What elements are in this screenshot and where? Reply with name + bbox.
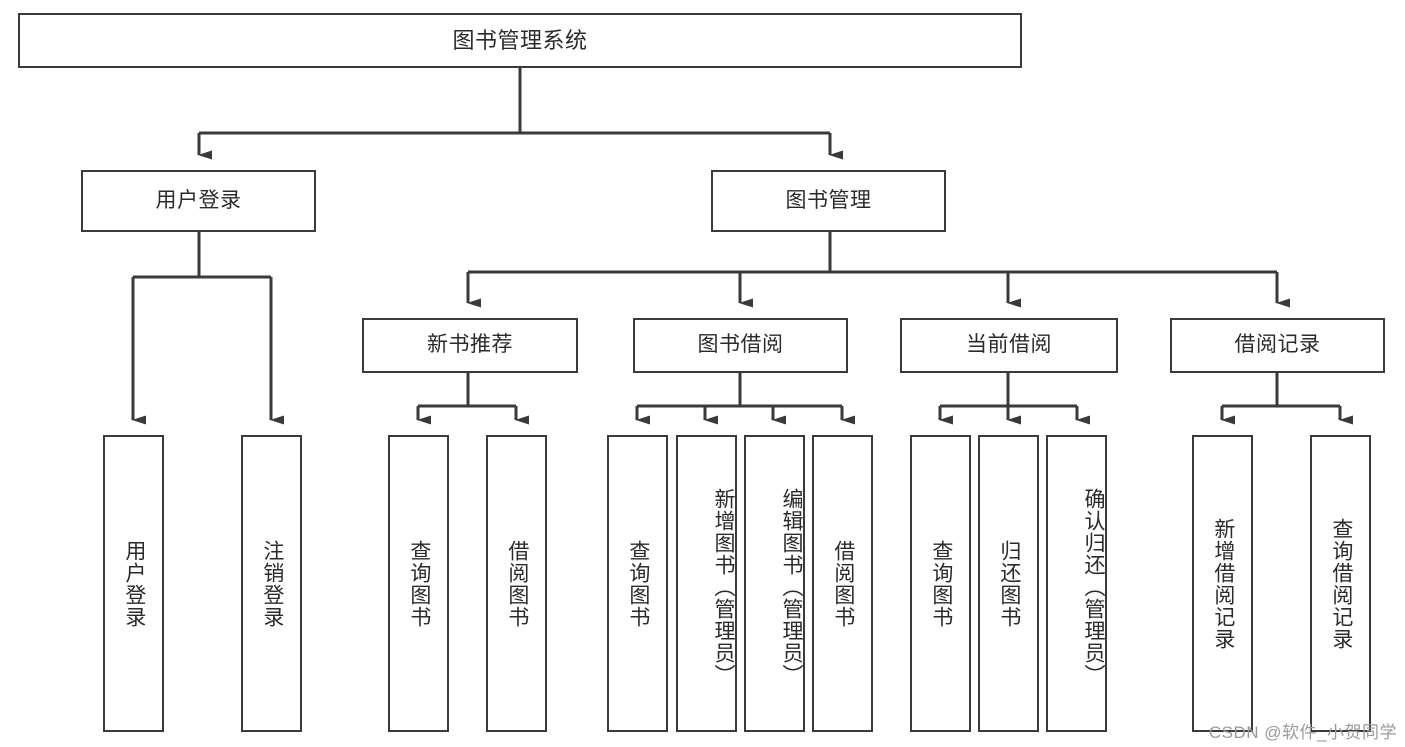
node-label: 确认归还（管理员） (1082, 487, 1105, 686)
node-label: 新书推荐 (427, 333, 513, 357)
node-user-login[interactable]: 用户登录 (81, 170, 316, 232)
node-label: 借阅图书 (831, 539, 855, 628)
node-root-book-management-system[interactable]: 图书管理系统 (18, 13, 1022, 68)
node-borrowing-record[interactable]: 借阅记录 (1170, 318, 1385, 373)
leaf-new-book-query-books[interactable]: 查询图书 (388, 435, 449, 732)
leaf-record-query-borrow-record[interactable]: 查询借阅记录 (1310, 435, 1371, 732)
node-label: 借阅记录 (1234, 333, 1321, 357)
leaf-record-add-borrow-record[interactable]: 新增借阅记录 (1192, 435, 1253, 732)
node-label: 新增借阅记录 (1211, 517, 1235, 650)
node-book-management[interactable]: 图书管理 (711, 170, 946, 232)
csdn-watermark: CSDN @软件_小贺同学 (1208, 723, 1397, 742)
node-label: 图书借阅 (697, 333, 784, 357)
node-label: 图书管理系统 (452, 27, 588, 53)
node-label: 用户登录 (155, 188, 242, 212)
node-label: 注销登录 (260, 539, 284, 628)
node-label: 查询图书 (929, 539, 953, 628)
leaf-new-book-borrow-books[interactable]: 借阅图书 (486, 435, 547, 732)
node-current-borrowing[interactable]: 当前借阅 (900, 318, 1118, 373)
leaf-current-borrow-confirm-return-admin[interactable]: 确认归还（管理员） (1046, 435, 1107, 732)
node-label: 用户登录 (122, 539, 146, 628)
leaf-user-login-signin[interactable]: 用户登录 (103, 435, 164, 732)
node-label: 归还图书 (997, 539, 1021, 628)
node-label: 查询图书 (626, 539, 650, 628)
node-book-borrowing[interactable]: 图书借阅 (633, 318, 848, 373)
node-new-book-recommendation[interactable]: 新书推荐 (362, 318, 578, 373)
node-label: 借阅图书 (505, 539, 529, 628)
node-label: 查询图书 (407, 539, 431, 628)
leaf-book-borrow-add-book-admin[interactable]: 新增图书（管理员） (676, 435, 737, 732)
leaf-book-borrow-query-books[interactable]: 查询图书 (607, 435, 668, 732)
node-label: 查询借阅记录 (1329, 517, 1353, 650)
leaf-book-borrow-edit-book-admin[interactable]: 编辑图书（管理员） (744, 435, 805, 732)
leaf-current-borrow-query-books[interactable]: 查询图书 (910, 435, 971, 732)
node-label: 新增图书（管理员） (712, 487, 735, 686)
node-label: 当前借阅 (966, 333, 1052, 357)
node-label: 图书管理 (785, 188, 872, 212)
leaf-user-login-signout[interactable]: 注销登录 (241, 435, 302, 732)
node-label: 编辑图书（管理员） (780, 487, 803, 686)
leaf-book-borrow-borrow-books[interactable]: 借阅图书 (812, 435, 873, 732)
leaf-current-borrow-return-books[interactable]: 归还图书 (978, 435, 1039, 732)
